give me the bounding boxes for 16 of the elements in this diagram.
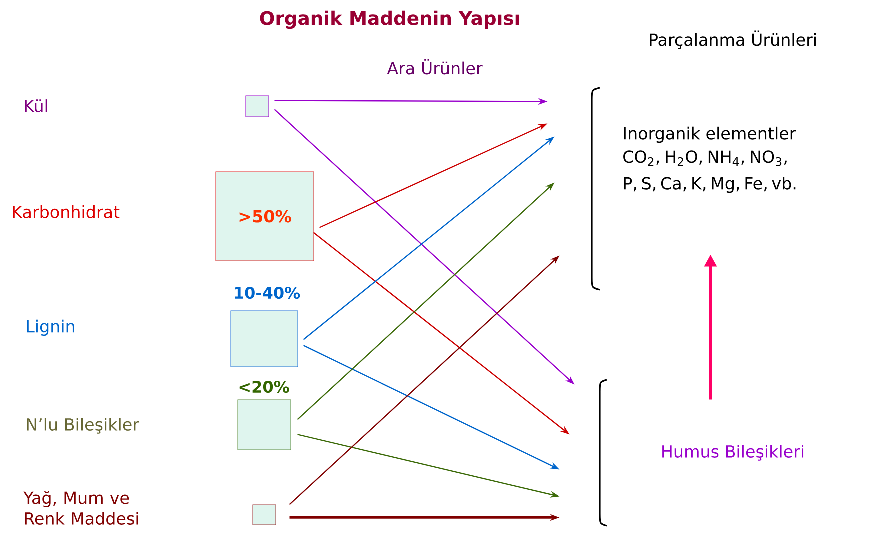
component-label: Yağ, Mum ve Renk Maddesi bbox=[24, 491, 138, 525]
component-label: Karbonhidrat bbox=[13, 206, 120, 218]
section-heading: Parçalanma Ürünleri bbox=[650, 30, 816, 50]
percent-label: 10-40% bbox=[235, 286, 300, 300]
fraction-box bbox=[252, 504, 276, 526]
element-list: CO$_{2}$, H$_{2}$O, NH$_{4}$, NO$_{3}$, P, S, Ca, K, Mg, Fe, vb. bbox=[624, 150, 796, 194]
fraction-box: >50% bbox=[216, 172, 314, 262]
percent-label: <20% bbox=[240, 380, 290, 394]
title: Organik Maddenin Yapısı bbox=[260, 10, 520, 30]
component-label: Lignin bbox=[27, 320, 74, 336]
component-label: N’lu Bileşikler bbox=[27, 418, 140, 434]
group-label: Humus Bileşikleri bbox=[662, 445, 804, 461]
component-label: Kül bbox=[25, 100, 48, 112]
fraction-box bbox=[246, 96, 270, 118]
section-heading: Ara Ürünler bbox=[387, 59, 483, 75]
node-heading: Inorganik elementler bbox=[624, 126, 796, 144]
